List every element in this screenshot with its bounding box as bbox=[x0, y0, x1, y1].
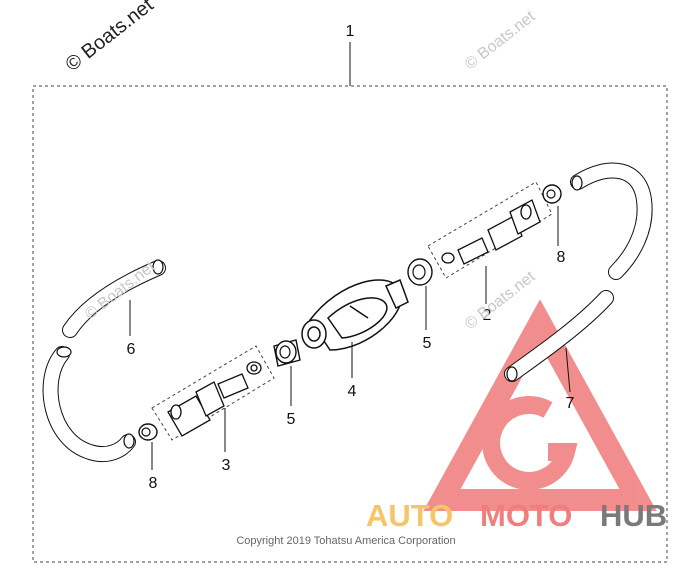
clamp-5-left bbox=[273, 339, 301, 367]
hose-7 bbox=[504, 290, 614, 382]
brand-hub: HUB bbox=[600, 498, 667, 533]
filter-left-frame bbox=[151, 345, 275, 441]
copyright-text: Copyright 2019 Tohatsu America Corporati… bbox=[236, 535, 455, 547]
callout-5-left: 5 bbox=[287, 411, 296, 428]
assembly-frame bbox=[32, 85, 668, 563]
callout-6: 6 bbox=[127, 341, 136, 358]
automotohub-logo bbox=[423, 299, 657, 511]
grommet-8-right bbox=[542, 184, 562, 204]
callout-8-left: 8 bbox=[149, 475, 158, 492]
callout-4: 4 bbox=[348, 383, 357, 400]
brand-auto: AUTO bbox=[366, 498, 453, 533]
clamp-5-right bbox=[407, 258, 433, 286]
watermark-faint-top: © Boats.net bbox=[462, 8, 539, 73]
primer-bulb-4 bbox=[301, 278, 409, 351]
watermark-main: © Boats.net bbox=[62, 0, 158, 76]
hose-6 bbox=[62, 259, 166, 338]
grommet-8-left bbox=[138, 423, 158, 441]
callout-8-right: 8 bbox=[557, 249, 566, 266]
watermark-faint-left: © Boats.net bbox=[82, 258, 159, 323]
brand-moto: MOTO bbox=[480, 498, 572, 533]
filter-2 bbox=[441, 199, 541, 265]
callout-5-right: 5 bbox=[423, 335, 432, 352]
filter-3 bbox=[167, 361, 262, 437]
callout-2: 2 bbox=[483, 307, 492, 324]
brand-wordmark: AUTO MOTO HUB bbox=[366, 498, 667, 533]
hose-upper-right bbox=[570, 162, 653, 280]
hose-lower-left bbox=[42, 346, 136, 463]
callout-7: 7 bbox=[566, 395, 575, 412]
callout-3: 3 bbox=[222, 457, 231, 474]
callout-1: 1 bbox=[346, 23, 355, 40]
leader-lines bbox=[129, 206, 571, 470]
